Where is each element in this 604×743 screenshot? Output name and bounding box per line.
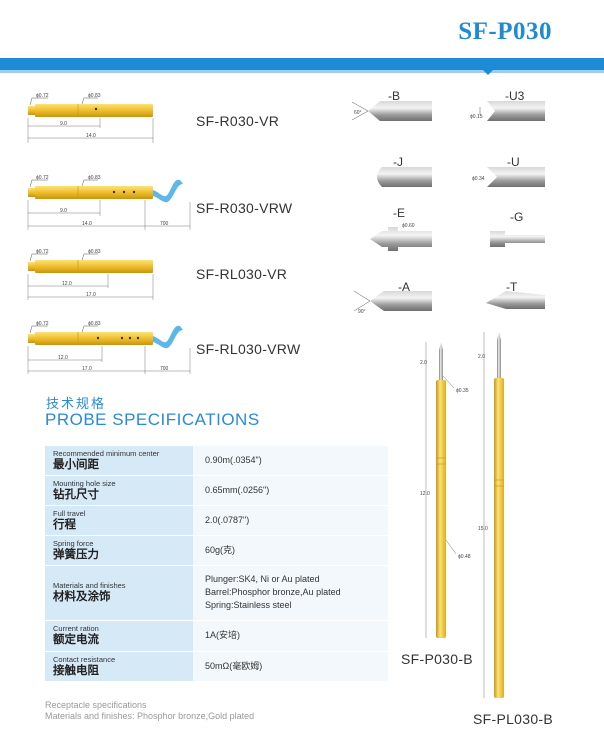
dim-body-label: 15.0	[478, 526, 488, 532]
model-label-pl030-b: SF-PL030-B	[473, 711, 554, 727]
spec-title-en: PROBE SPECIFICATIONS	[45, 410, 260, 429]
dia-large-label: ϕ0.83	[88, 249, 101, 255]
model-label-rl030-vrw: SF-RL030-VRW	[196, 341, 301, 357]
tall-probe-p030-b: 2.0 12.0 ϕ0.35 ϕ0.48	[420, 342, 471, 638]
dim-short-label: 12.0	[58, 355, 68, 361]
dim-body-label: 12.0	[420, 491, 430, 497]
tip-label-b: -B	[388, 89, 400, 103]
row-value: 2.0(.0787")	[193, 505, 388, 536]
row-value: Plunger:SK4, Ni or Au plated Barrel:Phos…	[193, 565, 388, 621]
tip-u3-dia: ϕ0.15	[470, 114, 483, 120]
tip-label-t: -T	[506, 280, 518, 294]
dim-tip-label: 2.0	[478, 354, 485, 360]
page-title: SF-P030	[458, 18, 552, 45]
dim-wire-label: 700	[160, 366, 169, 372]
dia-small-label: ϕ0.72	[36, 321, 49, 327]
tip-label-a: -A	[398, 280, 410, 294]
dim-short-label: 9.0	[60, 208, 67, 214]
tip-styles-drawing: 60° ϕ0.15 ϕ0.34 ϕ0.60 90°	[351, 101, 545, 315]
row-value: 1A(安培)	[193, 620, 388, 652]
receptacle-drawing-rl030-vr: ϕ0.72 ϕ0.83 12.0 17.0	[27, 249, 154, 300]
dim-short-label: 9.0	[60, 121, 67, 127]
dim-long-label: 17.0	[82, 366, 92, 372]
header-band	[0, 58, 604, 70]
dim-long-label: 14.0	[86, 133, 96, 139]
dim-tip-label: 2.0	[420, 360, 427, 366]
tip-u-dia: ϕ0.34	[472, 176, 485, 182]
value-line: Barrel:Phosphor bronze,Au plated	[205, 587, 341, 597]
spec-title-cn: 技术规格	[46, 396, 107, 411]
dia-small-label: ϕ0.72	[36, 175, 49, 181]
receptacle-text: Materials and finishes: Phosphor bronze,…	[45, 711, 255, 721]
receptacle-drawing-rl030-vrw: ϕ0.72 ϕ0.83 12.0 17.0 700	[27, 321, 191, 374]
header-notch	[481, 68, 495, 75]
row-value: 60g(克)	[193, 535, 388, 566]
dia-small-label: ϕ0.72	[36, 93, 49, 99]
tip-a-angle: 90°	[358, 309, 366, 315]
dia-small-label: ϕ0.72	[36, 249, 49, 255]
value-line: Plunger:SK4, Ni or Au plated	[205, 574, 320, 584]
tip-label-g: -G	[510, 210, 524, 224]
receptacle-drawing-r030-vr: ϕ0.72 ϕ0.83 9.0 14.0	[27, 93, 154, 143]
dia-large-label: ϕ0.83	[88, 321, 101, 327]
header-band-accent	[0, 70, 604, 73]
row-value: 0.90m(.0354")	[193, 446, 388, 476]
dim-long-label: 17.0	[86, 292, 96, 298]
tip-label-e: -E	[393, 206, 405, 220]
row-value: 0.65mm(.0256")	[193, 475, 388, 506]
receptacle-title: Receptacle specifications	[45, 700, 147, 710]
dia-large-label: ϕ0.83	[88, 175, 101, 181]
dim-short-label: 12.0	[62, 281, 72, 287]
row-value: 50mΩ(毫欧姆)	[193, 651, 388, 682]
tip-label-u: -U	[507, 155, 520, 169]
dim-long-label: 14.0	[82, 221, 92, 227]
tip-label-j: -J	[393, 155, 403, 169]
model-label-rl030-vr: SF-RL030-VR	[196, 266, 288, 282]
dim-wire-label: 700	[160, 221, 169, 227]
model-label-r030-vrw: SF-R030-VRW	[196, 200, 293, 216]
dia-large-label: ϕ0.83	[88, 93, 101, 99]
model-label-r030-vr: SF-R030-VR	[196, 113, 280, 129]
model-label-p030-b: SF-P030-B	[401, 651, 473, 667]
value-line: Spring:Stainless steel	[205, 600, 292, 610]
receptacle-drawing-r030-vrw: ϕ0.72 ϕ0.83 9.0 14.0 700	[27, 175, 191, 230]
tip-b-angle: 60°	[354, 110, 362, 116]
dia-body-label: ϕ0.48	[458, 554, 471, 560]
tall-probe-pl030-b: 2.0 15.0	[478, 332, 504, 698]
tip-label-u3: -U3	[505, 89, 525, 103]
tip-e-dia: ϕ0.60	[402, 223, 415, 229]
dia-tip-label: ϕ0.35	[456, 388, 469, 394]
